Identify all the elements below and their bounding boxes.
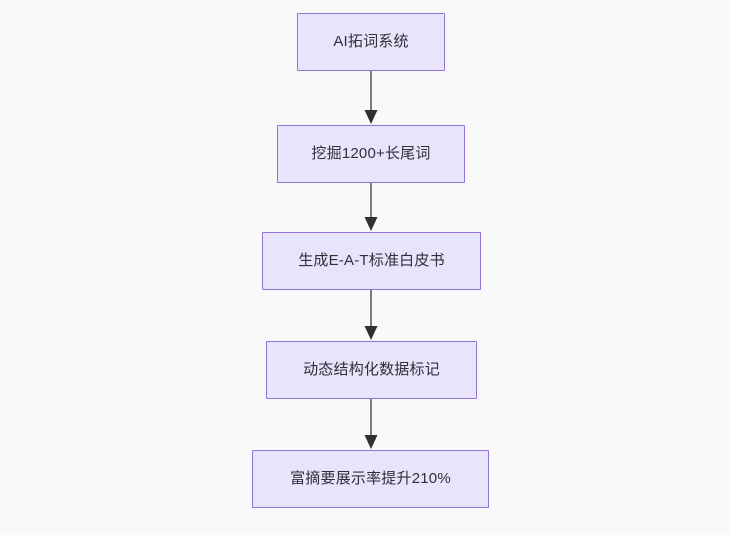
flow-node-label: AI拓词系统 [333, 33, 409, 50]
flow-node-dynamic-structured-data-markup[interactable]: 动态结构化数据标记 [266, 341, 477, 399]
flow-node-label: 富摘要展示率提升210% [290, 470, 451, 487]
arrowhead-icon [364, 326, 378, 340]
flow-node-ai-keyword-system[interactable]: AI拓词系统 [297, 13, 445, 71]
arrowhead-icon [364, 110, 378, 124]
flow-node-rich-snippet-uplift[interactable]: 富摘要展示率提升210% [252, 450, 489, 508]
flow-node-mine-longtail-keywords[interactable]: 挖掘1200+长尾词 [277, 125, 465, 183]
edge-n2-n3 [364, 183, 378, 231]
arrowhead-icon [364, 435, 378, 449]
edge-n3-n4 [364, 290, 378, 340]
arrowhead-icon [364, 217, 378, 231]
flow-node-label: 生成E-A-T标准白皮书 [298, 252, 445, 269]
edge-n4-n5 [364, 399, 378, 449]
flow-node-label: 动态结构化数据标记 [303, 361, 440, 378]
flow-node-label: 挖掘1200+长尾词 [311, 145, 431, 162]
edge-n1-n2 [364, 71, 378, 124]
flow-node-generate-eat-whitepaper[interactable]: 生成E-A-T标准白皮书 [262, 232, 481, 290]
